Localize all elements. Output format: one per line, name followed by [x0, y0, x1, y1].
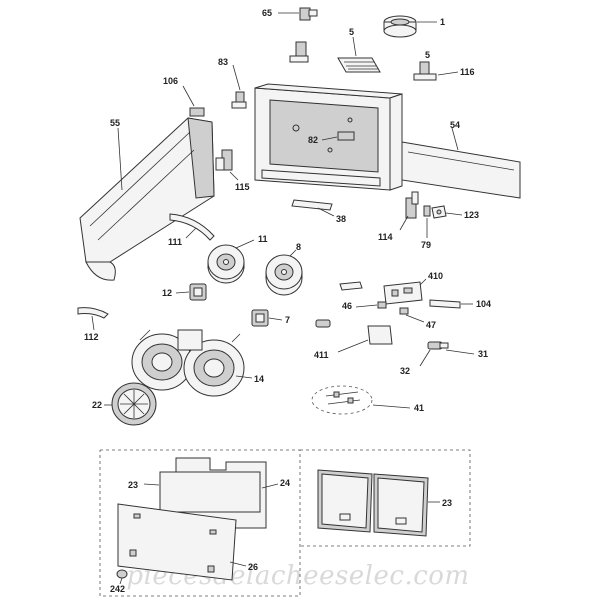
label-5b: 5	[425, 50, 430, 60]
label-23-right: 23	[442, 498, 452, 508]
label-47: 47	[426, 320, 436, 330]
part-54-panel	[401, 141, 521, 199]
part-47-clip	[399, 307, 409, 315]
part-5-grille	[337, 57, 381, 73]
part-104-connector	[429, 299, 461, 309]
label-106: 106	[163, 76, 178, 86]
part-112-seal	[77, 307, 109, 319]
part-small-connector	[339, 281, 363, 291]
part-115-bracket	[215, 149, 233, 171]
label-8: 8	[296, 242, 301, 252]
label-54: 54	[450, 120, 460, 130]
part-411-transformer	[315, 319, 393, 345]
label-114: 114	[378, 232, 393, 242]
label-24: 24	[280, 478, 290, 488]
label-55: 55	[110, 118, 120, 128]
label-65: 65	[262, 8, 272, 18]
part-38-strip	[291, 199, 333, 211]
label-83: 83	[218, 57, 228, 67]
part-23-grease-filters	[317, 469, 429, 537]
label-79: 79	[421, 240, 431, 250]
label-115: 115	[235, 182, 250, 192]
label-111: 111	[168, 237, 182, 247]
part-41-cable-set	[311, 385, 373, 415]
label-112: 112	[84, 332, 99, 342]
group-box-left	[99, 449, 471, 597]
label-116: 116	[460, 67, 475, 77]
part-79-pin	[423, 205, 431, 217]
part-116-bracket	[413, 61, 437, 81]
part-82-clip	[337, 131, 355, 141]
label-23-left: 23	[128, 480, 138, 490]
label-123: 123	[464, 210, 479, 220]
label-12: 12	[162, 288, 172, 298]
part-main-housing	[254, 83, 403, 191]
label-5: 5	[349, 27, 354, 37]
part-65-latch	[299, 7, 318, 21]
label-104: 104	[476, 299, 491, 309]
part-83-clip	[231, 91, 247, 109]
label-38: 38	[336, 214, 346, 224]
label-26: 26	[248, 562, 258, 572]
label-82: 82	[308, 135, 318, 145]
label-410: 410	[428, 271, 443, 281]
part-31-lamp	[427, 341, 449, 350]
label-41: 41	[414, 403, 424, 413]
label-242: 242	[110, 584, 125, 594]
label-14: 14	[254, 374, 264, 384]
part-123-bracket	[431, 205, 447, 219]
part-bracket-top-left	[289, 41, 309, 63]
part-114-switch	[405, 191, 419, 219]
part-14-blower-housing	[131, 329, 245, 397]
label-32: 32	[400, 366, 410, 376]
part-242-screw	[116, 569, 128, 579]
part-26-back-panel	[117, 503, 237, 581]
part-7-capacitor	[251, 309, 269, 327]
part-11-fan-wheel	[207, 244, 245, 284]
part-111-seal	[169, 213, 215, 241]
part-12-capacitor	[189, 283, 207, 301]
label-11: 11	[258, 234, 268, 244]
label-411: 411	[314, 350, 329, 360]
part-23-filter-mat	[159, 471, 261, 513]
part-410-control-board	[383, 281, 423, 305]
label-7: 7	[285, 315, 290, 325]
part-22-filter-disc	[111, 382, 157, 426]
part-8-fan-wheel	[265, 254, 303, 296]
part-1-collar	[383, 15, 417, 38]
part-106-clip	[189, 107, 205, 117]
label-31: 31	[478, 349, 488, 359]
label-22: 22	[92, 400, 102, 410]
label-46: 46	[342, 301, 352, 311]
label-1: 1	[440, 17, 445, 27]
part-55-chimney	[79, 117, 215, 281]
part-46-clip	[377, 301, 387, 309]
